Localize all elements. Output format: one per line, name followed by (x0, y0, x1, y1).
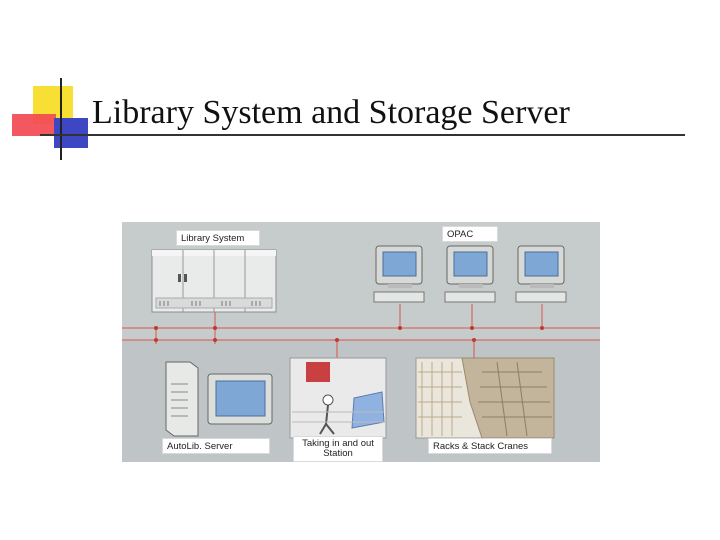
racks-illustration (415, 357, 555, 439)
mainframe-icon (151, 249, 277, 313)
station-illustration (289, 357, 387, 439)
emblem-blue-square (54, 118, 88, 148)
autolib-server-icon (165, 361, 273, 437)
opac-label: OPAC (442, 226, 498, 242)
title-underline (40, 134, 685, 136)
diagram-graphics (122, 245, 600, 439)
station-label: Taking in and out Station (293, 436, 383, 462)
opac-terminal-2 (444, 245, 496, 303)
opac-terminal-1 (373, 245, 425, 303)
library-system-diagram: Library System OPAC AutoLib. Server Taki… (122, 222, 600, 462)
autolib-server-label: AutoLib. Server (162, 438, 270, 454)
opac-terminal-3 (515, 245, 567, 303)
emblem-red-square (12, 114, 56, 136)
slide-title: Library System and Storage Server (92, 94, 570, 131)
title-emblem (0, 0, 110, 170)
network-lines (122, 302, 600, 362)
station-label-line1: Taking in and out (302, 438, 374, 449)
emblem-vertical-line (60, 78, 62, 160)
library-system-label: Library System (176, 230, 260, 246)
racks-label: Racks & Stack Cranes (428, 438, 552, 454)
station-label-line2: Station (323, 448, 353, 459)
